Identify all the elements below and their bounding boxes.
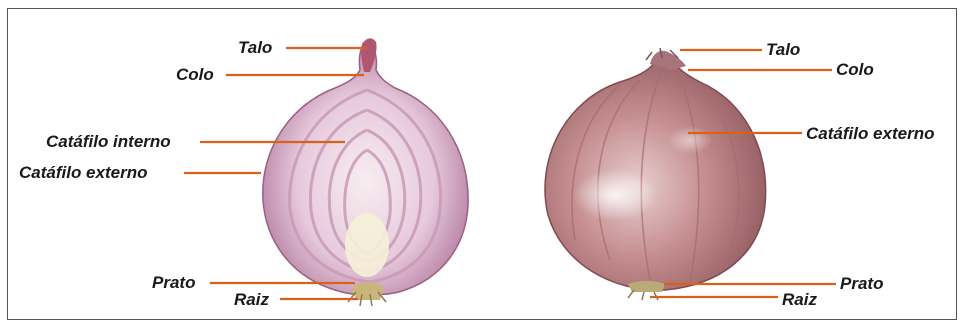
label-talo-left: Talo [238, 38, 272, 58]
label-prato-left: Prato [152, 273, 195, 293]
label-catafilo-externo-right: Catáfilo externo [806, 124, 934, 144]
label-talo-right: Talo [766, 40, 800, 60]
label-raiz-right: Raiz [782, 290, 817, 310]
cut-onion [263, 38, 468, 306]
label-catafilo-externo-left: Catáfilo externo [19, 163, 147, 183]
label-colo-right: Colo [836, 60, 874, 80]
label-colo-left: Colo [176, 65, 214, 85]
label-catafilo-interno-left: Catáfilo interno [46, 132, 171, 152]
label-raiz-left: Raiz [234, 290, 269, 310]
label-prato-right: Prato [840, 274, 883, 294]
whole-onion [545, 48, 766, 300]
